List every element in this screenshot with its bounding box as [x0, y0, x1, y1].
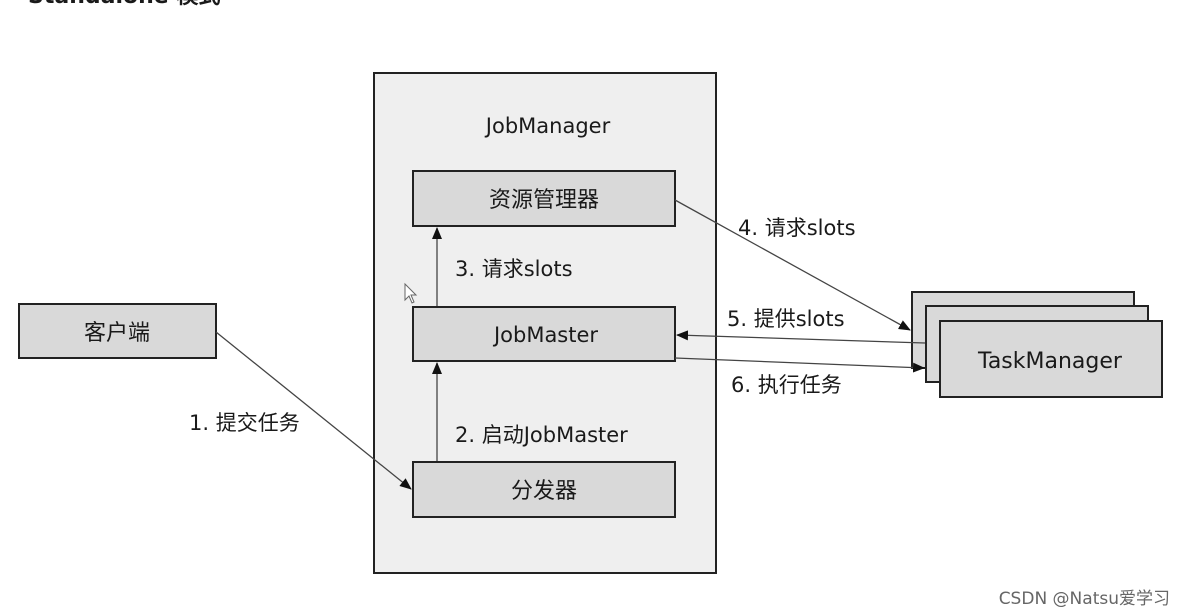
edge-label-start-jobmaster: 2. 启动JobMaster [455, 423, 628, 447]
mouse-cursor-icon [404, 282, 418, 304]
client-box: 客户端 [18, 303, 217, 359]
edge-label-request-slots-internal: 3. 请求slots [455, 257, 573, 281]
resource-manager-label: 资源管理器 [489, 188, 599, 213]
taskmanager-label: TaskManager [977, 349, 1123, 374]
dispatcher-label: 分发器 [511, 479, 577, 504]
arrow-request-slots-external [674, 199, 911, 331]
jobmanager-title: JobManager [484, 114, 611, 138]
arrow-submit [215, 331, 412, 490]
arrow-provide-slots [676, 330, 926, 344]
client-label: 客户端 [84, 321, 150, 346]
jobmaster-box: JobMaster [412, 306, 676, 362]
jobmaster-label: JobMaster [492, 323, 598, 347]
taskmanager-box-front [939, 320, 1163, 398]
taskmanager-stack: TaskManager [911, 291, 1163, 398]
edge-label-provide-slots: 5. 提供slots [727, 307, 845, 331]
edge-label-execute-task: 6. 执行任务 [731, 373, 842, 397]
watermark: CSDN @Natsu爱学习 [999, 589, 1170, 609]
edge-label-request-slots-external: 4. 请求slots [738, 216, 856, 240]
dispatcher-box: 分发器 [412, 461, 676, 518]
arrow-execute-task [674, 357, 925, 373]
resource-manager-box: 资源管理器 [412, 170, 676, 227]
edge-label-submit: 1. 提交任务 [189, 411, 300, 435]
header-partial: Standalone 模式 [28, 0, 220, 9]
